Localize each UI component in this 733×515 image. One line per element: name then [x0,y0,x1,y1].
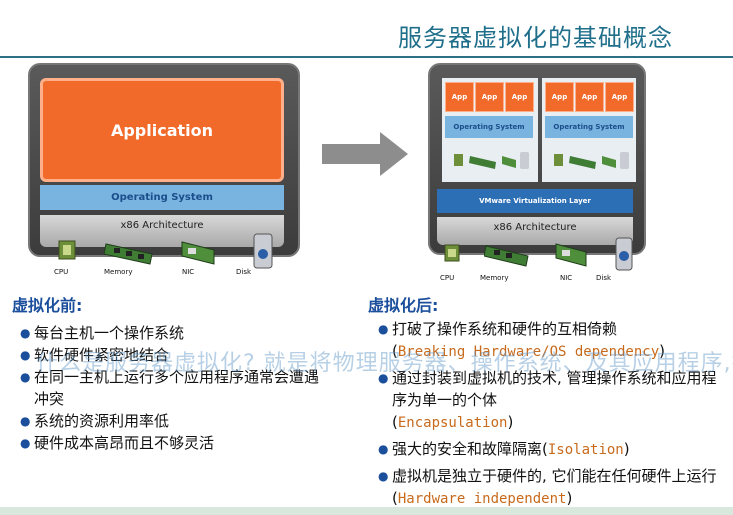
list-item: ●在同一主机上运行多个应用程序通常会遭遇冲突 [20,368,320,408]
nic-icon [181,241,215,265]
memory-icon [484,245,529,267]
vm-hardware-icon [454,152,529,169]
hardware-label-disk: Disk [236,268,252,276]
virtualization-layer: VMware Virtualization Layer [437,189,633,213]
list-item: ●通过封装到虚拟机的技术, 管理操作系统和应用程序为单一的个体(Encapsul… [378,369,717,431]
after-heading: 虚拟化后: [368,296,439,315]
hardware-label-nic: NIC [182,268,195,276]
list-item: ●系统的资源利用率低 [20,412,170,430]
nic-icon [555,243,587,267]
title-divider [0,56,733,58]
list-item: ●软件硬件紧密地结合 [20,346,170,364]
transition-arrow-icon [322,132,408,176]
application-block: Application [40,78,284,182]
hardware-label-cpu: CPU [54,268,69,276]
vm-os: Operating System [545,116,633,138]
vm-hardware-icon [554,152,629,169]
cpu-icon [444,244,460,262]
memory-icon [104,243,153,265]
slide-title: 服务器虚拟化的基础概念 [398,24,673,52]
hardware-label-cpu: CPU [440,274,455,282]
hardware-label-memory: Memory [104,268,133,276]
vm-app-4: App [545,82,574,112]
vm-os: Operating System [445,116,533,138]
list-item: ●虚拟机是独立于硬件的, 它们能在任何硬件上运行(Hardware indepe… [378,467,717,507]
hardware-label-disk: Disk [596,274,612,282]
before-list: ●每台主机一个操作系统 ●软件硬件紧密地结合 ●在同一主机上运行多个应用程序通常… [20,322,320,454]
bottom-band [0,507,733,515]
os-block: Operating System [40,185,284,210]
arch-block: x86 Architecture [437,217,633,245]
list-item: ●强大的安全和故障隔离(Isolation) [378,440,630,458]
arch-block: x86 Architecture [40,215,284,247]
list-item: ●硬件成本高昂而且不够灵活 [20,434,215,452]
cpu-icon [58,240,76,260]
hardware-label-nic: NIC [560,274,573,282]
list-item: ●打破了操作系统和硬件的互相倚赖(Breaking Hardware/OS de… [378,320,666,360]
overlay-caption: 什么是服务器虚拟化? 就是将物理服务器、操作系统、及其应用程序,打包成一个文件(… [36,351,733,376]
hardware-label-memory: Memory [480,274,509,282]
before-heading: 虚拟化前: [12,296,83,315]
disk-icon [615,237,633,271]
vm-app-6: App [605,82,634,112]
vm-app-1: App [445,82,474,112]
vm-app-2: App [475,82,504,112]
list-item: ●每台主机一个操作系统 [20,324,185,342]
disk-icon [253,233,273,269]
after-list: ●打破了操作系统和硬件的互相倚赖(Breaking Hardware/OS de… [378,318,723,510]
vm-app-3: App [505,82,534,112]
vm-app-5: App [575,82,604,112]
